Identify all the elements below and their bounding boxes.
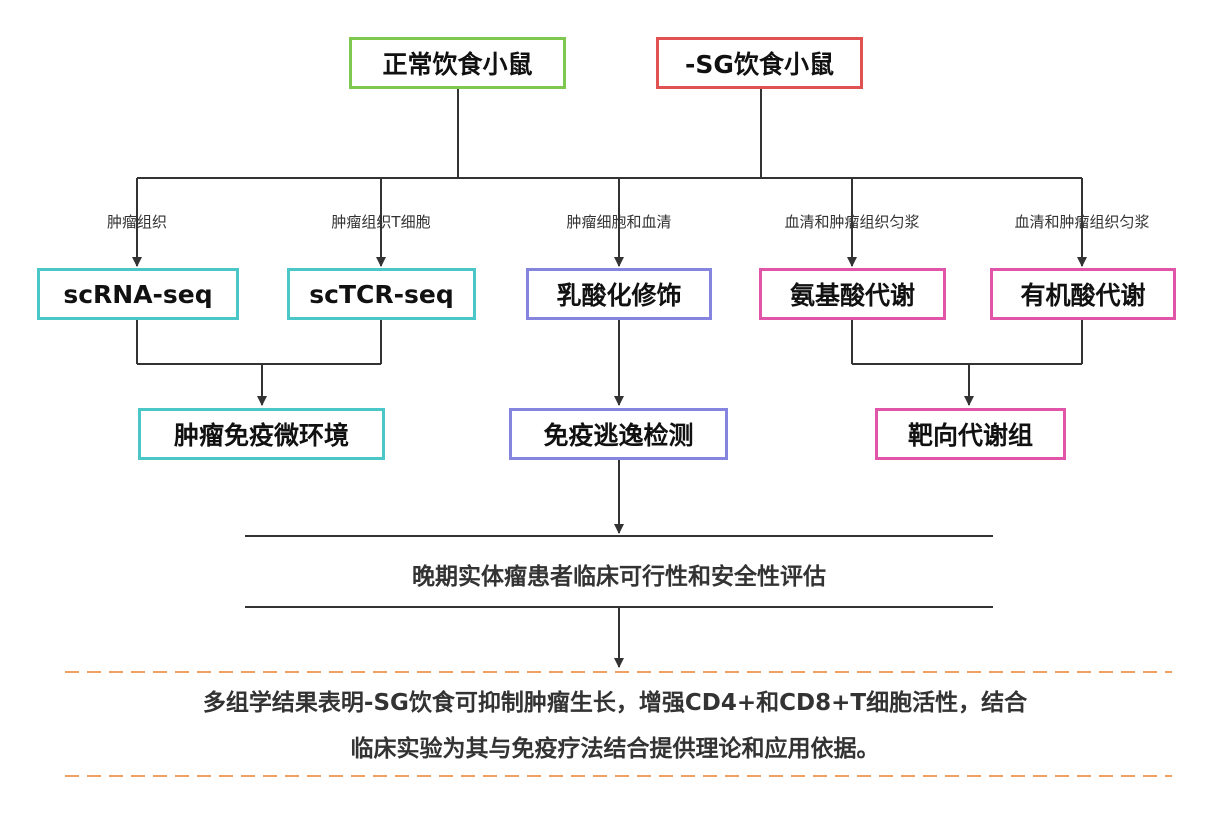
outcome-targeted-label: 靶向代谢组 bbox=[907, 421, 1033, 450]
source-sg-label: -SG饮食小鼠 bbox=[685, 50, 834, 79]
outcome-immune-label: 免疫逃逸检测 bbox=[543, 421, 694, 450]
method-lactylation: 乳酸化修饰 bbox=[526, 268, 712, 320]
method-amino-acid-metabolism: 氨基酸代谢 bbox=[759, 268, 946, 320]
edge-label-tumor-t-cells: 肿瘤组织T细胞 bbox=[331, 213, 431, 231]
method-sctcr-seq: scTCR-seq bbox=[287, 268, 476, 320]
edge-label-tumor-tissue: 肿瘤组织 bbox=[106, 213, 168, 231]
method-organic-acid-metabolism: 有机酸代谢 bbox=[990, 268, 1176, 320]
method-sctcr-label: scTCR-seq bbox=[309, 279, 454, 309]
outcome-immune-escape-detection: 免疫逃逸检测 bbox=[509, 408, 728, 460]
outcome-targeted-metabolomics: 靶向代谢组 bbox=[875, 408, 1066, 460]
method-amino-label: 氨基酸代谢 bbox=[789, 281, 915, 310]
edge-label-serum-homogenate-1: 血清和肿瘤组织匀浆 bbox=[784, 213, 920, 231]
conclusion-line-2: 临床实验为其与免疫疗法结合提供理论和应用依据。 bbox=[350, 736, 880, 762]
conclusion-line-1: 多组学结果表明-SG饮食可抑制肿瘤生长，增强CD4+和CD8+T细胞活性，结合 bbox=[202, 690, 1028, 716]
source-sg-diet-mice: -SG饮食小鼠 bbox=[656, 37, 863, 89]
method-organic-label: 有机酸代谢 bbox=[1020, 281, 1146, 310]
outcome-tme-label: 肿瘤免疫微环境 bbox=[173, 421, 349, 450]
outcome-tumor-immune-microenvironment: 肿瘤免疫微环境 bbox=[138, 408, 385, 460]
method-scrna-label: scRNA-seq bbox=[63, 279, 213, 309]
clinical-evaluation-band: 晚期实体瘤患者临床可行性和安全性评估 bbox=[412, 564, 826, 590]
edge-label-serum-homogenate-2: 血清和肿瘤组织匀浆 bbox=[1014, 213, 1150, 231]
method-lactylation-label: 乳酸化修饰 bbox=[556, 281, 682, 310]
method-scrna-seq: scRNA-seq bbox=[37, 268, 239, 320]
source-normal-label: 正常饮食小鼠 bbox=[382, 50, 533, 79]
edge-label-tumor-cells-serum: 肿瘤细胞和血清 bbox=[566, 213, 672, 231]
source-normal-diet-mice: 正常饮食小鼠 bbox=[349, 37, 566, 89]
